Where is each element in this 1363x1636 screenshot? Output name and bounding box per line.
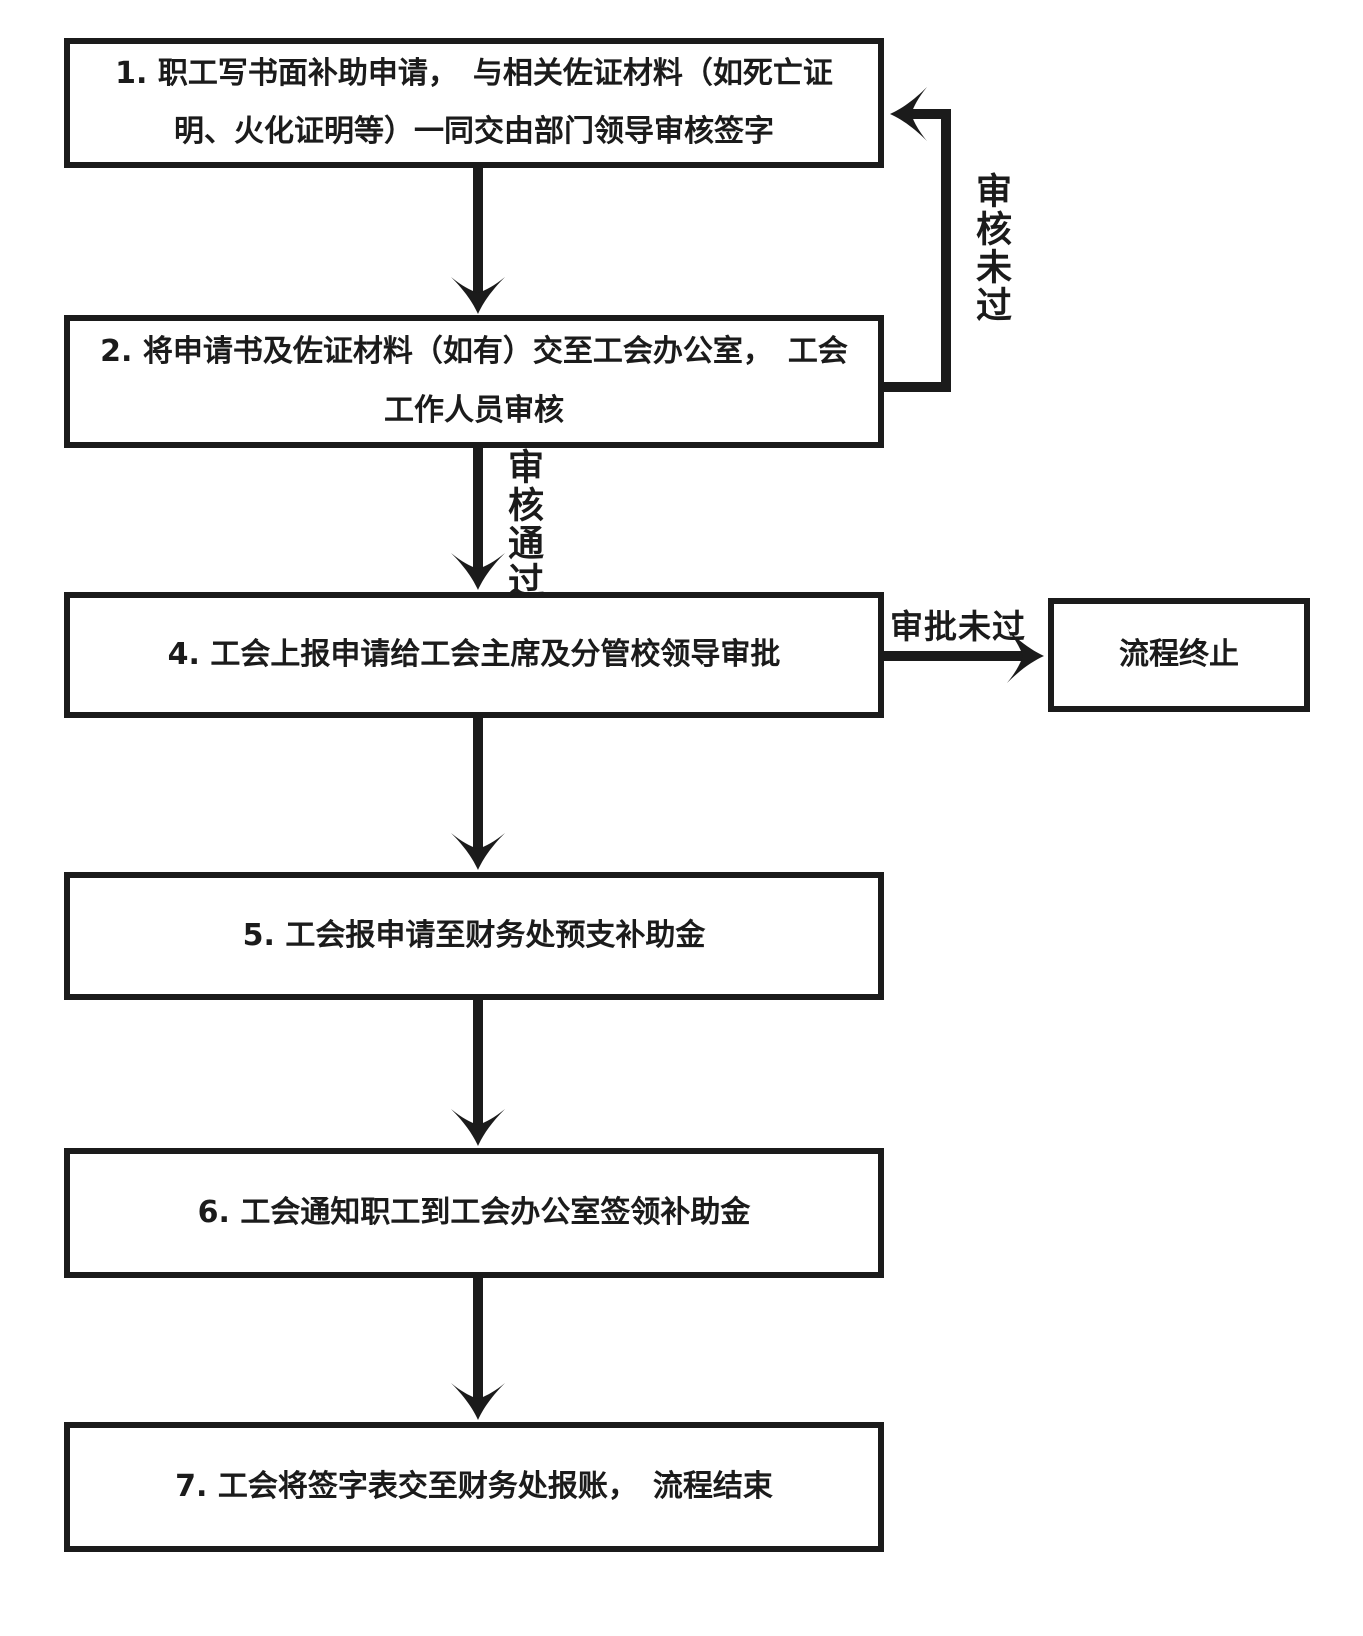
flow-step-6-box: 6. 工会通知职工到工会办公室签领补助金 <box>64 1148 884 1278</box>
flow-step-1-text: 1. 职工写书面补助申请， 与相关佐证材料（如死亡证明、火化证明等）一同交由部门… <box>115 55 833 150</box>
arrow-step4-to-terminate <box>884 629 1044 683</box>
flow-step-7-box: 7. 工会将签字表交至财务处报账， 流程结束 <box>64 1422 884 1552</box>
flow-terminate-box: 流程终止 <box>1048 598 1310 712</box>
flow-step-4-box: 4. 工会上报申请给工会主席及分管校领导审批 <box>64 592 884 718</box>
arrow-step5-to-step6 <box>451 998 505 1146</box>
flow-step-1-box: 1. 职工写书面补助申请， 与相关佐证材料（如死亡证明、火化证明等）一同交由部门… <box>64 38 884 168</box>
flow-terminate-text: 流程终止 <box>1119 636 1239 672</box>
edge-label-review-passed: 审核通过 <box>502 448 543 600</box>
edge-label-review-failed: 审核未过 <box>970 172 1011 324</box>
arrow-step6-to-step7 <box>451 1276 505 1420</box>
flow-step-2-box: 2. 将申请书及佐证材料（如有）交至工会办公室， 工会工作人员审核 <box>64 315 884 448</box>
flow-step-5-box: 5. 工会报申请至财务处预支补助金 <box>64 872 884 1000</box>
arrow-step1-to-step2 <box>451 166 505 314</box>
arrow-step4-to-step5 <box>451 716 505 870</box>
flow-step-4-text: 4. 工会上报申请给工会主席及分管校领导审批 <box>167 636 781 672</box>
arrow-step2-to-step1-loop <box>880 87 951 392</box>
arrow-step2-to-step4 <box>451 446 505 590</box>
edge-label-approval-failed: 审批未过 <box>890 607 1026 646</box>
flow-step-6-text: 6. 工会通知职工到工会办公室签领补助金 <box>197 1194 751 1230</box>
flow-step-5-text: 5. 工会报申请至财务处预支补助金 <box>242 917 706 953</box>
flow-step-2-text: 2. 将申请书及佐证材料（如有）交至工会办公室， 工会工作人员审核 <box>100 334 848 428</box>
flow-step-7-text: 7. 工会将签字表交至财务处报账， 流程结束 <box>175 1468 773 1504</box>
